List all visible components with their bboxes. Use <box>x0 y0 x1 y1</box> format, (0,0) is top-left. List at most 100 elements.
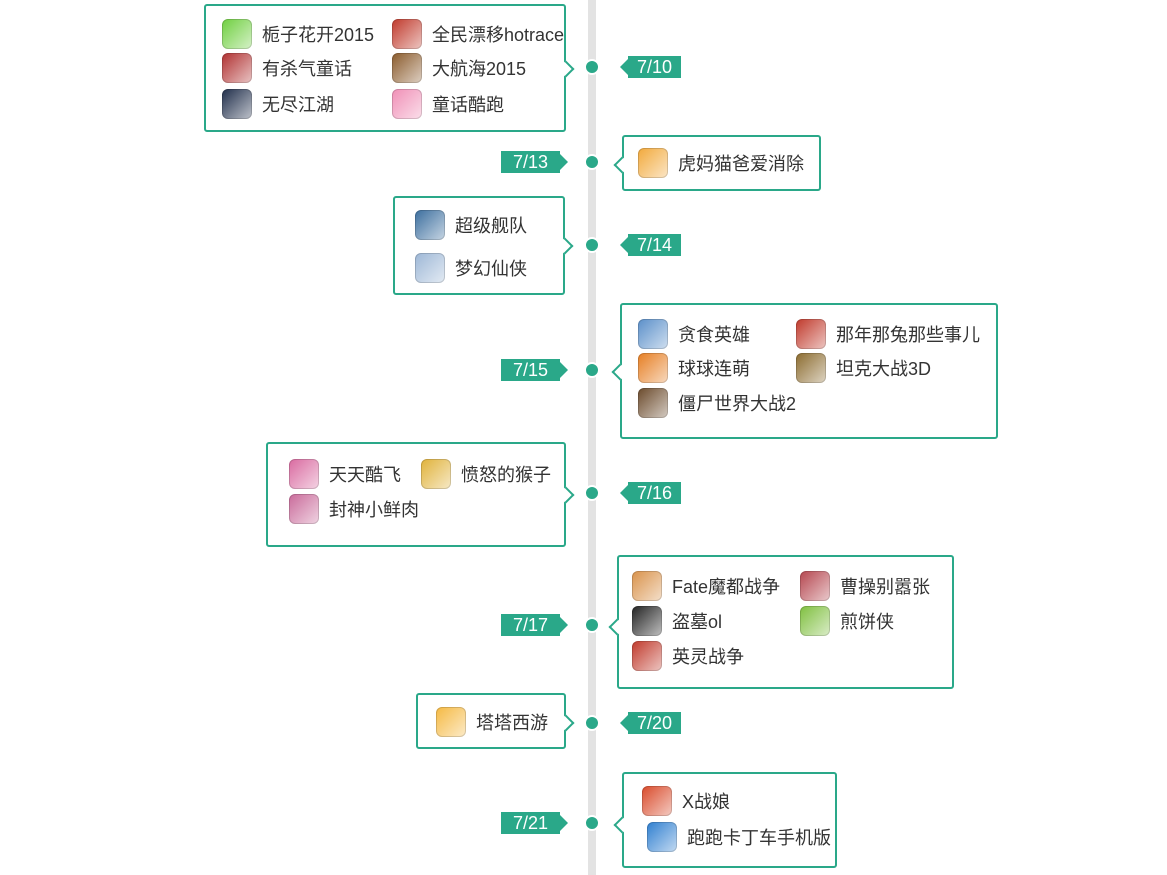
game-name: 曹操别嚣张 <box>840 577 930 597</box>
tomb-raid-game-icon <box>632 606 662 636</box>
kart-rider-game-icon <box>647 822 677 852</box>
game-item[interactable]: 坦克大战3D <box>796 352 931 384</box>
date-label: 7/20 <box>620 712 681 734</box>
game-name: 无尽江湖 <box>262 95 334 115</box>
fantasy-hero-game-icon <box>415 253 445 283</box>
daily-fly-game-icon <box>289 459 319 489</box>
fairy-run-game-icon <box>392 89 422 119</box>
game-item[interactable]: 那年那兔那些事儿 <box>796 318 980 350</box>
game-name: X战娘 <box>682 792 731 812</box>
game-name: 那年那兔那些事儿 <box>836 325 980 345</box>
game-name: 贪食英雄 <box>678 325 750 345</box>
game-item[interactable]: 虎妈猫爸爱消除 <box>638 147 804 179</box>
date-label: 7/13 <box>501 151 568 173</box>
tank-game-icon <box>796 353 826 383</box>
date-label: 7/16 <box>620 482 681 504</box>
game-item[interactable]: 愤怒的猴子 <box>421 458 551 490</box>
game-item[interactable]: 有杀气童话 <box>222 52 352 84</box>
date-label: 7/21 <box>501 812 568 834</box>
tiger-mom-game-icon <box>638 148 668 178</box>
game-item[interactable]: 英灵战争 <box>632 640 744 672</box>
timeline-dot <box>584 154 600 170</box>
race-car-game-icon <box>392 19 422 49</box>
game-name: 栀子花开2015 <box>262 25 375 45</box>
timeline-axis <box>588 0 596 875</box>
game-name: Fate魔都战争 <box>672 577 781 597</box>
game-item[interactable]: 跑跑卡丁车手机版 <box>647 821 831 853</box>
game-name: 坦克大战3D <box>836 359 932 379</box>
timeline-dot <box>584 59 600 75</box>
fleet-game-icon <box>415 210 445 240</box>
gardenia-game-icon <box>222 19 252 49</box>
game-item[interactable]: 大航海2015 <box>392 52 526 84</box>
timeline-dot <box>584 485 600 501</box>
zombie-war-game-icon <box>638 388 668 418</box>
game-item[interactable]: 僵尸世界大战2 <box>638 387 796 419</box>
game-item[interactable]: 封神小鲜肉 <box>289 493 419 525</box>
game-item[interactable]: 童话酷跑 <box>392 88 504 120</box>
fairy-tale-game-icon <box>222 53 252 83</box>
fengshen-game-icon <box>289 494 319 524</box>
jianghu-game-icon <box>222 89 252 119</box>
fate-game-icon <box>632 571 662 601</box>
voyage-game-icon <box>392 53 422 83</box>
game-item[interactable]: 全民漂移hotrace <box>392 18 564 50</box>
game-item[interactable]: 煎饼侠 <box>800 605 894 637</box>
timeline-dot <box>584 362 600 378</box>
game-item[interactable]: 栀子花开2015 <box>222 18 374 50</box>
game-item[interactable]: 盗墓ol <box>632 605 722 637</box>
tata-journey-game-icon <box>436 707 466 737</box>
release-box: 天天酷飞 愤怒的猴子封神小鲜肉 <box>266 442 566 547</box>
game-item[interactable]: X战娘 <box>642 785 730 817</box>
game-name: 天天酷飞 <box>329 465 401 485</box>
game-item[interactable]: Fate魔都战争 <box>632 570 780 602</box>
pancake-hero-game-icon <box>800 606 830 636</box>
game-name: 超级舰队 <box>455 216 527 236</box>
release-box: 超级舰队梦幻仙侠 <box>393 196 565 295</box>
game-item[interactable]: 无尽江湖 <box>222 88 334 120</box>
game-item[interactable]: 曹操别嚣张 <box>800 570 930 602</box>
release-box: X战娘跑跑卡丁车手机版 <box>622 772 837 868</box>
release-box: 塔塔西游 <box>416 693 566 749</box>
game-name: 盗墓ol <box>672 612 723 632</box>
angry-monkey-game-icon <box>421 459 451 489</box>
game-name: 童话酷跑 <box>432 95 504 115</box>
ball-match-game-icon <box>638 353 668 383</box>
game-item[interactable]: 球球连萌 <box>638 352 750 384</box>
date-label: 7/15 <box>501 359 568 381</box>
game-name: 梦幻仙侠 <box>455 259 527 279</box>
cao-cao-game-icon <box>800 571 830 601</box>
heroic-spirit-game-icon <box>632 641 662 671</box>
game-name: 大航海2015 <box>432 59 527 79</box>
timeline-dot <box>584 815 600 831</box>
game-name: 球球连萌 <box>678 359 750 379</box>
x-girls-game-icon <box>642 786 672 816</box>
game-name: 塔塔西游 <box>476 713 548 733</box>
game-item[interactable]: 梦幻仙侠 <box>415 252 527 284</box>
game-name: 全民漂移hotrace <box>432 25 565 45</box>
rabbit-game-icon <box>796 319 826 349</box>
timeline-dot <box>584 617 600 633</box>
timeline-dot <box>584 237 600 253</box>
game-name: 愤怒的猴子 <box>461 465 551 485</box>
release-box: 虎妈猫爸爱消除 <box>622 135 821 191</box>
game-name: 煎饼侠 <box>840 612 894 632</box>
game-name: 有杀气童话 <box>262 59 352 79</box>
release-box: Fate魔都战争 曹操别嚣张盗墓ol 煎饼侠英灵战争 <box>617 555 954 689</box>
game-item[interactable]: 贪食英雄 <box>638 318 750 350</box>
game-item[interactable]: 塔塔西游 <box>436 706 548 738</box>
release-box: 栀子花开2015 全民漂移hotrace 有杀气童话 大航海2015 无尽江湖 童话酷跑 <box>204 4 566 132</box>
game-item[interactable]: 超级舰队 <box>415 209 527 241</box>
date-label: 7/17 <box>501 614 568 636</box>
timeline-dot <box>584 715 600 731</box>
date-label: 7/14 <box>620 234 681 256</box>
game-item[interactable]: 天天酷飞 <box>289 458 401 490</box>
greedy-hero-game-icon <box>638 319 668 349</box>
game-name: 封神小鲜肉 <box>329 500 419 520</box>
game-name: 跑跑卡丁车手机版 <box>687 828 831 848</box>
game-name: 英灵战争 <box>672 647 744 667</box>
release-box: 贪食英雄 那年那兔那些事儿球球连萌 坦克大战3D 僵尸世界大战2 <box>620 303 998 439</box>
game-name: 僵尸世界大战2 <box>678 394 797 414</box>
date-label: 7/10 <box>620 56 681 78</box>
